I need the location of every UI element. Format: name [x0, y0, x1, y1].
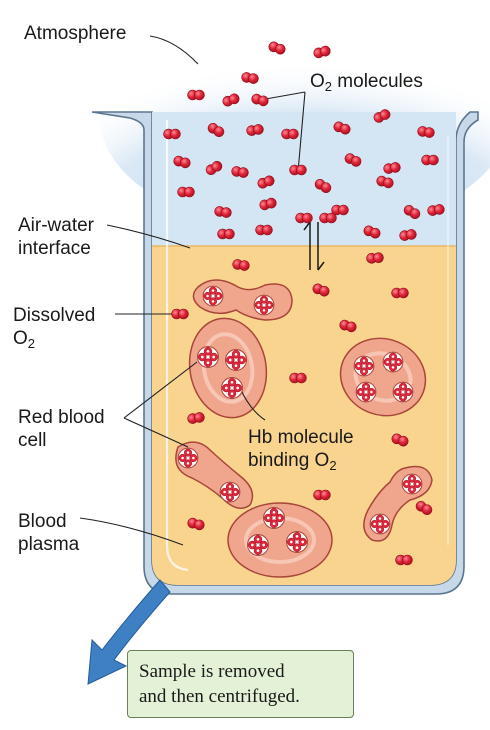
hb-molecule — [355, 381, 377, 403]
o2-molecule — [312, 283, 330, 297]
o2-molecule — [187, 517, 205, 531]
o2-molecule — [241, 72, 259, 84]
o2-molecule — [255, 224, 273, 236]
hemoglobin-molecules — [177, 285, 423, 556]
red-blood-cell-2 — [188, 317, 268, 419]
hb-molecule — [221, 377, 243, 399]
o2-molecule — [214, 206, 232, 218]
hb-molecule — [219, 481, 241, 503]
o2-molecule — [366, 252, 384, 264]
o2-molecule — [171, 308, 189, 320]
hb-molecule — [225, 349, 247, 371]
o2-molecule — [333, 121, 351, 135]
hb-molecule — [177, 447, 199, 469]
hb-molecule — [263, 507, 285, 529]
o2-molecule — [259, 197, 277, 211]
o2-molecule — [217, 228, 235, 240]
o2-molecule — [376, 175, 394, 189]
glass-highlight — [165, 120, 189, 572]
hb-molecule — [286, 531, 308, 553]
o2-molecule — [246, 124, 264, 136]
o2-molecule — [319, 212, 337, 224]
exchange-arrows — [303, 221, 325, 271]
o2-molecule — [187, 412, 205, 424]
o2-molecule — [313, 489, 331, 501]
o2-molecule — [344, 153, 362, 167]
hb-molecule — [401, 473, 423, 495]
o2-molecule — [289, 164, 307, 176]
label-o2-molecules: O2 molecules — [310, 71, 423, 94]
o2-molecule — [391, 287, 409, 299]
hb-molecule — [369, 513, 391, 535]
label-air-water-interface: Air-water interface — [18, 215, 95, 259]
label-dissolved-o2: Dissolved O2 — [13, 305, 96, 351]
o2-molecule — [373, 109, 391, 123]
o2-molecule — [427, 204, 445, 216]
o2-molecule — [232, 259, 250, 271]
hb-molecule — [197, 346, 219, 368]
o2-molecule — [421, 154, 439, 166]
o2-molecule — [339, 319, 357, 333]
o2-molecule — [391, 433, 409, 447]
sample-note-box: Sample is removed and then centrifuged. — [127, 650, 354, 718]
label-red-blood-cell: Red blood cell — [18, 407, 105, 451]
hb-molecule — [253, 294, 275, 316]
o2-molecule — [417, 126, 435, 138]
o2-molecule — [268, 41, 286, 55]
sample-note-line1: Sample is removed — [139, 661, 285, 682]
label-atmosphere: Atmosphere — [24, 23, 127, 44]
hb-molecule — [392, 381, 414, 403]
o2-molecule — [207, 123, 225, 138]
beaker-glass — [91, 111, 479, 595]
hb-molecule — [202, 285, 224, 307]
sample-arrow — [87, 579, 171, 685]
o2-molecule — [251, 93, 269, 107]
o2-molecule — [331, 204, 349, 216]
o2-molecule — [313, 45, 331, 59]
o2-molecule — [289, 372, 307, 384]
hb-molecule — [353, 355, 375, 377]
o2-molecule — [415, 501, 433, 516]
label-hb-molecule: Hb molecule binding O2 — [248, 427, 354, 473]
o2-molecule — [363, 225, 381, 239]
o2-molecule — [187, 89, 205, 101]
o2-molecule — [314, 179, 332, 194]
o2-molecule — [205, 160, 223, 175]
hb-molecule — [247, 534, 269, 556]
o2-molecule — [295, 212, 313, 224]
o2-molecules — [163, 41, 445, 566]
o2-molecule — [395, 554, 413, 566]
o2-molecule — [281, 128, 299, 140]
o2-molecule — [163, 128, 181, 140]
hb-molecule — [382, 351, 404, 373]
o2-molecule — [399, 229, 417, 241]
sample-note-line2: and then centrifuged. — [139, 686, 300, 707]
o2-molecule — [222, 93, 240, 107]
o2-molecule — [173, 155, 191, 169]
o2-molecule — [403, 205, 421, 220]
label-pointer-lines — [79, 35, 306, 546]
o2-molecule — [383, 162, 401, 174]
o2-molecule — [257, 175, 275, 189]
red-blood-cell-5 — [227, 502, 333, 578]
o2-molecule — [231, 166, 249, 178]
air-region — [152, 112, 456, 246]
o2-molecule — [177, 186, 195, 198]
label-blood-plasma: Blood plasma — [18, 511, 80, 555]
